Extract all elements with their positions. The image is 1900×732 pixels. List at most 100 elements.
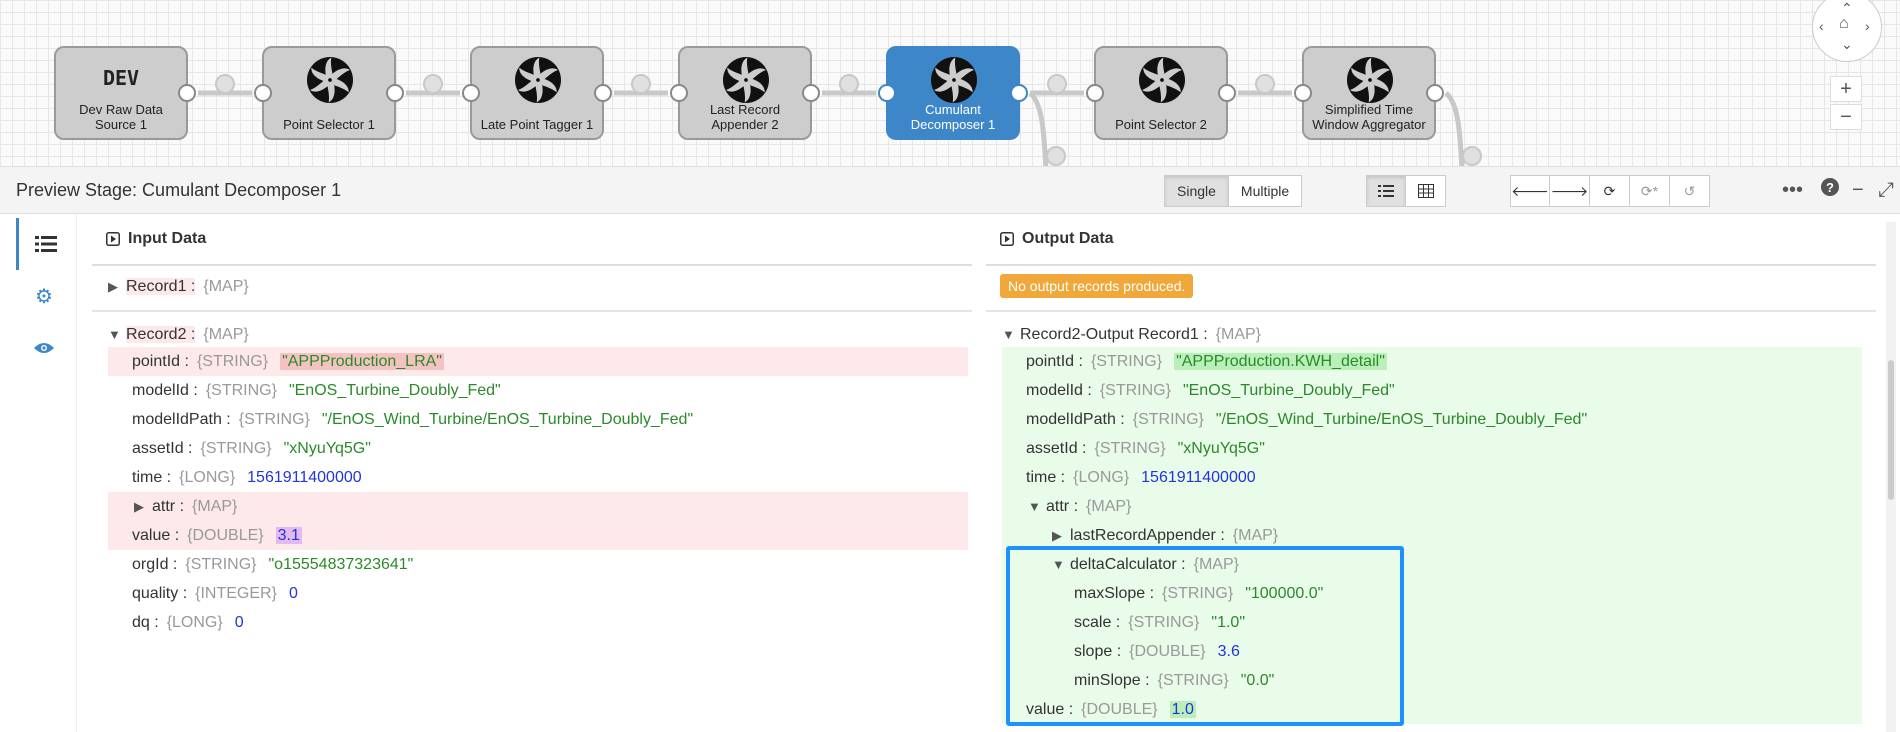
stage-label-line: Dev Raw Data <box>58 102 184 117</box>
tab-configuration[interactable]: ⚙ <box>16 270 72 322</box>
collapse-caret-icon[interactable]: ▼ <box>108 320 126 349</box>
zoom-out-button[interactable]: − <box>1830 104 1862 130</box>
stage-input-port[interactable] <box>462 84 480 102</box>
field-key: assetId : <box>1026 440 1086 457</box>
expand-section-icon[interactable] <box>106 232 120 246</box>
next-stage-button[interactable]: 🡒 <box>1550 175 1590 207</box>
link-preview-icon[interactable] <box>1256 75 1274 93</box>
stream-stage-logo-icon <box>1346 56 1394 104</box>
stage-output-port[interactable] <box>1426 84 1444 102</box>
record-mode-toggle: Single Multiple <box>1164 175 1302 207</box>
list-view-button[interactable] <box>1366 175 1406 207</box>
field-key: modelId : <box>132 382 198 399</box>
field-key: modelIdPath : <box>132 411 231 428</box>
refresh-options-button[interactable]: ⟳* <box>1630 175 1670 207</box>
input-data-header: Input Data <box>92 214 972 266</box>
expand-section-icon[interactable] <box>1000 232 1014 246</box>
stage-simplified-time-window-aggregator[interactable]: Simplified TimeWindow Aggregator <box>1302 46 1436 140</box>
stage-link[interactable] <box>1030 93 1046 166</box>
field-type: {STRING} <box>200 440 271 457</box>
stage-output-port[interactable] <box>386 84 404 102</box>
pan-left-icon[interactable]: ‹ <box>1819 19 1824 33</box>
home-icon[interactable]: ⌂ <box>1839 17 1849 31</box>
stage-label: Simplified TimeWindow Aggregator <box>1306 102 1432 132</box>
zoom-in-button[interactable]: + <box>1830 76 1862 102</box>
previous-stage-button[interactable]: 🡐 <box>1510 175 1550 207</box>
pan-right-icon[interactable]: › <box>1865 19 1870 33</box>
scrollbar-thumb[interactable] <box>1888 360 1894 500</box>
pan-up-icon[interactable]: ⌃ <box>1841 1 1853 15</box>
stage-input-port[interactable] <box>670 84 688 102</box>
stage-dev-raw-data-source-1[interactable]: DEVDev Raw DataSource 1 <box>54 46 188 140</box>
stage-input-port[interactable] <box>254 84 272 102</box>
undo-button[interactable]: ↺ <box>1670 175 1710 207</box>
field-row: ▼attr :{MAP} <box>1002 492 1862 521</box>
multiple-mode-button[interactable]: Multiple <box>1229 175 1302 207</box>
field-value: "/EnOS_Wind_Turbine/EnOS_Turbine_Doubly_… <box>322 411 693 428</box>
stage-late-point-tagger-1[interactable]: Late Point Tagger 1 <box>470 46 604 140</box>
field-type: {STRING} <box>1091 353 1162 370</box>
link-preview-icon[interactable] <box>1047 147 1065 165</box>
link-preview-icon[interactable] <box>216 75 234 93</box>
stage-input-port[interactable] <box>1086 84 1104 102</box>
refresh-button[interactable]: ⟳ <box>1590 175 1630 207</box>
link-preview-icon[interactable] <box>840 75 858 93</box>
tab-preview-options[interactable] <box>16 322 72 374</box>
stage-label-line: Simplified Time <box>1306 102 1432 117</box>
collapse-caret-icon[interactable]: ▼ <box>1028 492 1046 521</box>
stage-label-line: Decomposer 1 <box>890 117 1016 132</box>
field-row: modelId :{STRING}"EnOS_Turbine_Doubly_Fe… <box>1002 376 1862 405</box>
collapse-caret-icon[interactable]: ▼ <box>1002 320 1020 349</box>
tab-records[interactable] <box>16 218 72 270</box>
stage-cumulant-decomposer-1[interactable]: CumulantDecomposer 1 <box>886 46 1020 140</box>
link-preview-icon[interactable] <box>1463 147 1481 165</box>
expand-caret-icon[interactable]: ▶ <box>108 272 126 301</box>
list-icon <box>35 235 57 253</box>
pipeline-canvas[interactable]: DEVDev Raw DataSource 1 Point Selector 1 L… <box>0 0 1900 166</box>
field-key: Record1 : <box>126 278 195 295</box>
field-value: 1561911400000 <box>247 469 362 486</box>
field-key: value : <box>132 527 179 544</box>
field-key: attr : <box>1046 498 1078 515</box>
stream-stage-logo-icon <box>930 56 978 104</box>
field-key: Record2 : <box>126 326 195 343</box>
stage-point-selector-1[interactable]: Point Selector 1 <box>262 46 396 140</box>
field-value-text: 1561911400000 <box>1141 469 1256 486</box>
stage-input-port[interactable] <box>1294 84 1312 102</box>
maximize-icon[interactable]: ⤢ <box>1878 179 1894 201</box>
field-value-text: "/EnOS_Wind_Turbine/EnOS_Turbine_Doubly_… <box>1216 411 1587 428</box>
stage-label-line: Point Selector 2 <box>1098 117 1224 132</box>
stage-label: Dev Raw DataSource 1 <box>58 102 184 132</box>
field-type: {DOUBLE} <box>187 527 263 544</box>
field-type: {LONG} <box>179 469 235 486</box>
field-type: {STRING} <box>239 411 310 428</box>
stage-last-record-appender-2[interactable]: Last RecordAppender 2 <box>678 46 812 140</box>
field-value-text: 3.1 <box>276 527 302 544</box>
stream-stage-logo-icon <box>306 56 354 104</box>
stage-output-port[interactable] <box>1218 84 1236 102</box>
gear-icon: ⚙ <box>35 284 53 309</box>
stage-link[interactable] <box>1446 93 1462 166</box>
more-icon[interactable]: ••• <box>1782 179 1803 201</box>
field-row: pointId :{STRING}"APPProduction_LRA" <box>108 347 968 376</box>
expand-caret-icon[interactable]: ▶ <box>134 492 152 521</box>
stage-point-selector-2[interactable]: Point Selector 2 <box>1094 46 1228 140</box>
stage-output-port[interactable] <box>594 84 612 102</box>
stage-label-line: Window Aggregator <box>1306 117 1432 132</box>
single-mode-button[interactable]: Single <box>1164 175 1229 207</box>
minimize-icon[interactable]: − <box>1852 179 1864 201</box>
stream-stage-logo-icon <box>1138 56 1186 104</box>
help-icon[interactable]: ? <box>1820 177 1840 202</box>
table-view-button[interactable] <box>1406 175 1446 207</box>
link-preview-icon[interactable] <box>632 75 650 93</box>
field-type: {STRING} <box>1100 382 1171 399</box>
stage-output-port[interactable] <box>802 84 820 102</box>
link-preview-icon[interactable] <box>1048 75 1066 93</box>
stage-input-port[interactable] <box>878 84 896 102</box>
arrow-left-icon: 🡐 <box>1511 176 1549 206</box>
link-preview-icon[interactable] <box>424 75 442 93</box>
stage-output-port[interactable] <box>1010 84 1028 102</box>
stage-output-port[interactable] <box>178 84 196 102</box>
field-type: {STRING} <box>206 382 277 399</box>
pan-down-icon[interactable]: ⌄ <box>1841 37 1853 51</box>
